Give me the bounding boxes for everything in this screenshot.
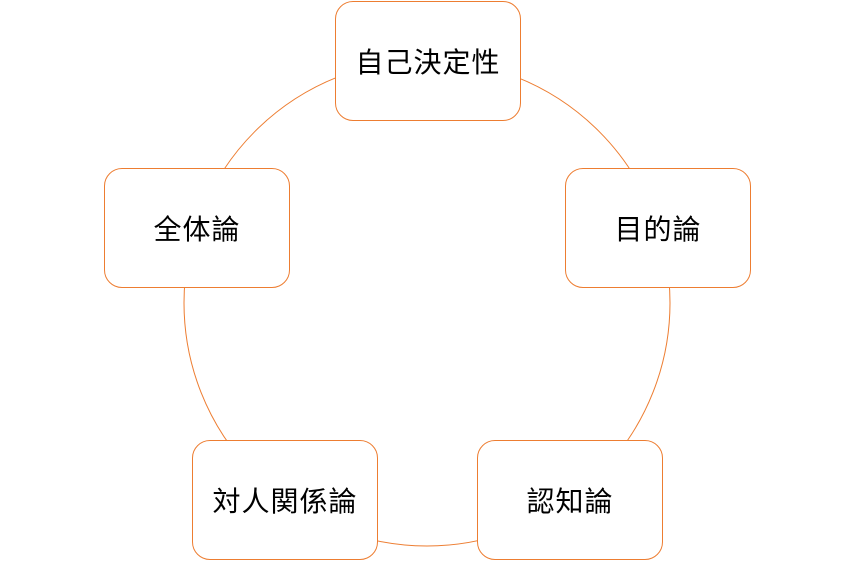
node-label: 認知論 (526, 485, 614, 518)
node-label: 自己決定性 (355, 46, 501, 79)
node-self-determination: 自己決定性 (335, 1, 521, 121)
node-interpersonal-theory: 対人関係論 (192, 440, 378, 560)
node-cognitive-theory: 認知論 (477, 440, 663, 560)
node-teleology: 目的論 (565, 168, 751, 288)
node-label: 全体論 (153, 213, 241, 246)
node-holism: 全体論 (104, 168, 290, 288)
node-label: 目的論 (614, 213, 702, 246)
node-label: 対人関係論 (212, 485, 358, 518)
